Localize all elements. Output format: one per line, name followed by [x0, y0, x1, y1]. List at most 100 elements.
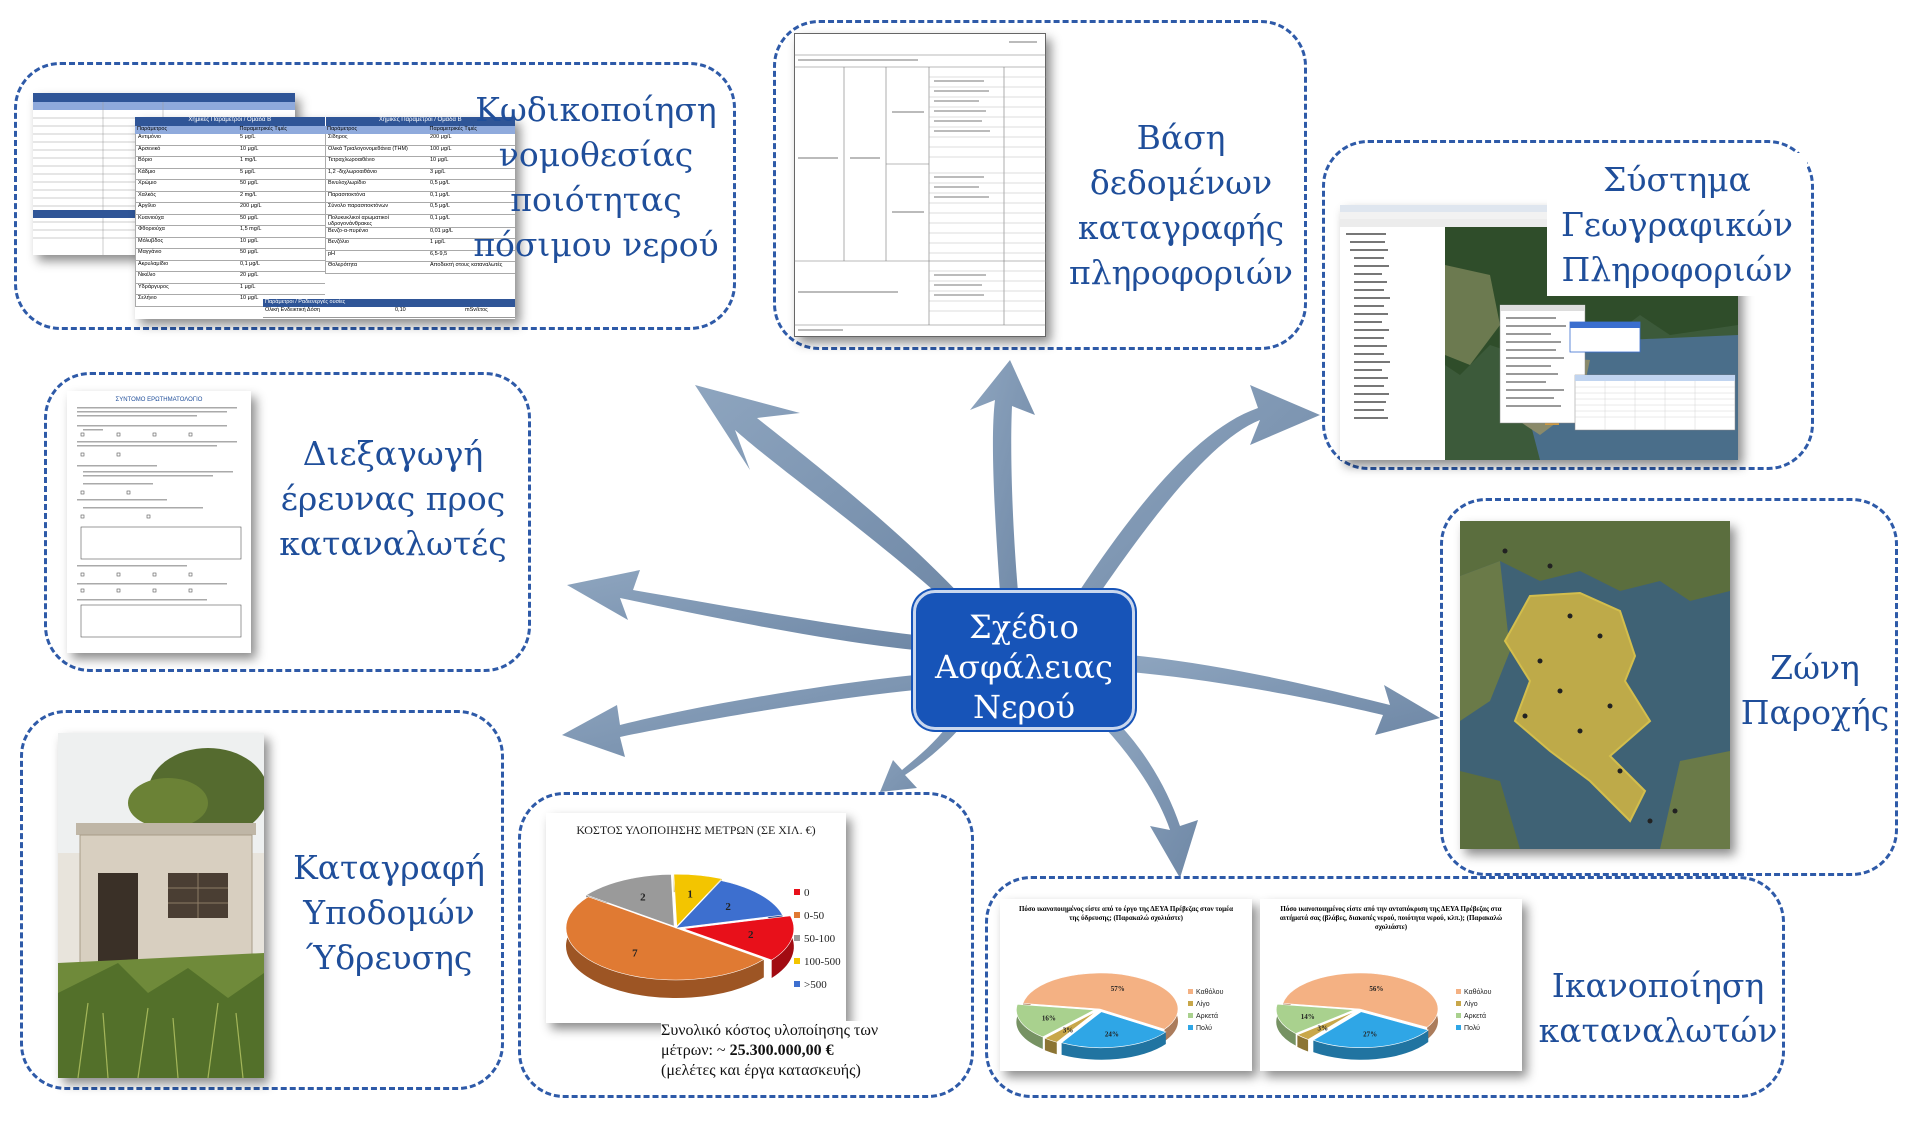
survey-title-line2: έρευνας προς	[280, 479, 506, 518]
legend-swatch	[794, 958, 800, 964]
table-cell-value: 10 μg/L	[240, 237, 259, 244]
infrastructure-title-line3: Ύδρευσης	[305, 938, 473, 977]
legend-label: Αρκετά	[1464, 1012, 1486, 1020]
legislation-title-line4: πόσιμου νερού	[473, 225, 719, 264]
table-row: Ολικά Τριαλογονομεθάνια (THM)100 μg/L	[325, 145, 515, 157]
table-cell-param: Σίδηρος	[328, 134, 348, 140]
table-cell-value: 5 μg/L	[240, 168, 256, 175]
table-cell-param: Βόριο	[138, 157, 153, 163]
satisfaction-pie-2-slice	[1275, 1003, 1355, 1034]
table-cell-value: 0,01 μg/L	[430, 227, 454, 234]
infrastructure-title-line1: Καταγραφή	[293, 848, 485, 887]
database-title-line4: πληροφοριών	[1069, 253, 1293, 292]
satisfaction-pie-1-slice-label: 57%	[1111, 985, 1125, 993]
satisfaction-pie-2-slice	[1282, 972, 1439, 1028]
legislation-title-line3: ποιότητας	[510, 180, 682, 219]
table-cell-value: 1 mg/L	[240, 157, 257, 163]
arrow-to-survey	[567, 570, 915, 650]
table-row: Μόλυβδος 10 μg/L	[135, 237, 325, 249]
table-cell-value: 50 μg/L	[240, 249, 259, 255]
zone-map-image	[1460, 521, 1730, 849]
table-cell-param: Μαγγάνιο	[138, 249, 162, 255]
table-cell-param: Πολυκυκλικοί αρωματικοί υδρογονάνθρακες	[328, 214, 389, 227]
panel-survey: ΣΥΝΤΟΜΟ ΕΡΩΤΗΜΑΤΟΛΟΓΙΟ	[44, 372, 531, 672]
arrow-to-cost	[880, 722, 960, 792]
legislation-title-line1: Κωδικοποίηση	[475, 90, 717, 129]
cost-note-line1: Συνολικό κόστος υλοποίησης των	[661, 1022, 879, 1039]
table-cell-param: Βινυλοχλωρίδιο	[328, 180, 366, 186]
legend-label: Καθόλου	[1196, 988, 1224, 996]
table-cell-param: Χαλκός	[138, 191, 156, 198]
cost-note: Συνολικό κόστος υλοποίησης των μέτρων: ~…	[661, 1021, 911, 1081]
legislation-title-line2: νομοθεσίας	[498, 135, 694, 174]
table-cell-param: Μόλυβδος	[138, 237, 164, 244]
table-cell-param: Αρσενικό	[138, 145, 161, 152]
satisfaction-pie-1-slice-label: 24%	[1105, 1030, 1119, 1038]
table-cell-param: Νικέλιο	[138, 272, 156, 278]
cost-pie-slice	[585, 874, 675, 927]
legend-label: Πολύ	[1196, 1024, 1212, 1032]
database-form-graphic	[794, 33, 1046, 337]
table-cell-param: Χρώμιο	[138, 180, 157, 186]
table-cell-param: Σύνολο παρασιτοκτόνων	[328, 203, 389, 209]
table-cell-value: 50 μg/L	[240, 214, 259, 221]
table-cell-value: 6,5-9,5	[430, 250, 448, 257]
table-cell-param: Ολικά Τριαλογονομεθάνια (THM)	[328, 145, 408, 152]
satisfaction-pie-1-slice-side	[1061, 1031, 1166, 1060]
table-cell-param: Κυανιούχα	[138, 214, 164, 221]
table-cell-value: 5 μg/L	[240, 134, 256, 140]
cost-note-line3: (μελέτες και έργα κατασκευής)	[661, 1062, 861, 1079]
satisfaction-pie-2-slice-label: 14%	[1301, 1013, 1315, 1021]
panel-gis: Σύστημα Γεωγραφικών Πληροφοριών	[1322, 140, 1814, 470]
arrow-to-zone	[1130, 655, 1440, 735]
zone-title-line2: Παροχής	[1740, 693, 1890, 732]
legend-swatch	[1456, 1001, 1461, 1006]
table-row: Βόριο 1 mg/L	[135, 157, 325, 169]
table-cell-value: 10 μg/L	[430, 157, 449, 163]
infrastructure-photo-graphic	[58, 733, 264, 1078]
satisfaction-pie-2-slice-label: 3%	[1318, 1024, 1329, 1032]
satisfaction-pie-1-slice-side	[1044, 1038, 1057, 1055]
panel-zone: Ζώνη Παροχής	[1440, 498, 1898, 876]
arrow-to-gis	[1080, 385, 1320, 600]
legend-swatch	[794, 981, 800, 987]
table-cell-value: 3 μg/L	[430, 168, 446, 175]
table-cell-param: Αργίλιο	[138, 203, 156, 209]
table-cell-param: Αντιμόνιο	[138, 134, 161, 140]
infrastructure-title-line2: Υποδομών	[303, 893, 475, 932]
gis-title-line2: Γεωγραφικών	[1561, 205, 1793, 244]
legend-swatch	[1188, 1025, 1193, 1030]
satisfaction-pie-1-slice	[1016, 1003, 1096, 1038]
infrastructure-photo	[58, 733, 264, 1078]
legend-label: Πολύ	[1464, 1024, 1480, 1032]
legend-swatch	[1188, 989, 1193, 994]
hub-line2: Ασφάλειας	[935, 648, 1113, 686]
legend-swatch	[794, 889, 800, 895]
legend-label: Λίγο	[1196, 1000, 1210, 1008]
satisfaction-pie-2-slice-side	[1276, 1004, 1296, 1046]
cost-note-line2: μέτρων: ~ 25.300.000,00 €	[661, 1041, 911, 1061]
legend-swatch	[1456, 1025, 1461, 1030]
table-footer-name: Ολική Ενδεικτική Δόση	[265, 307, 321, 313]
legend-swatch	[1188, 1001, 1193, 1006]
hub-text: Σχέδιο Ασφάλειας Νερού	[916, 607, 1132, 727]
database-title-line2: δεδομένων	[1089, 163, 1273, 202]
hub-line1: Σχέδιο	[969, 608, 1079, 646]
cost-pie-slice-label: 7	[632, 948, 638, 960]
table-header-b-right: Χημικές Παράμετροι / Ομάδα Β	[324, 117, 515, 126]
legend-swatch	[1188, 1013, 1193, 1018]
gis-title-line3: Πληροφοριών	[1561, 250, 1793, 289]
